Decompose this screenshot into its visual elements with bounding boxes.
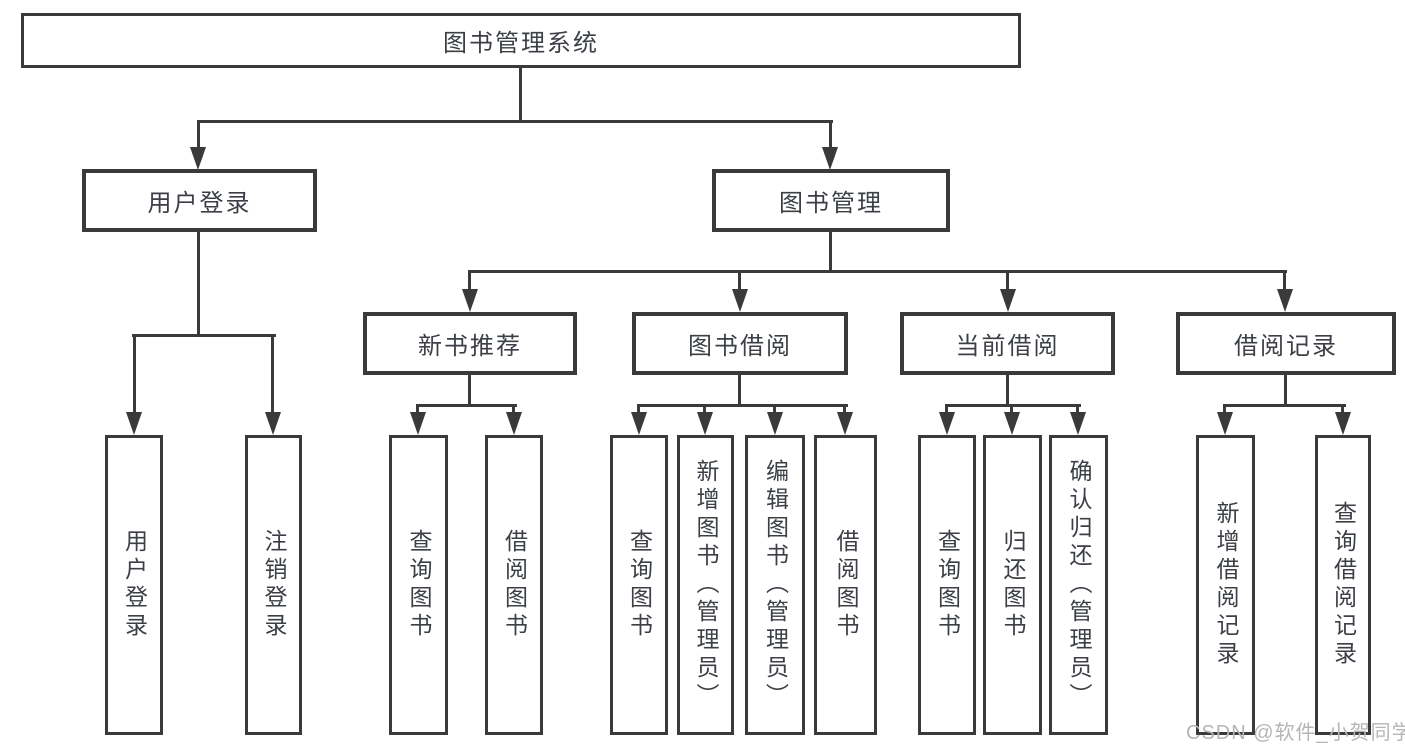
node-label: 新增图书（管理员） xyxy=(693,459,719,711)
node-label: 借阅记录 xyxy=(1234,333,1338,360)
connector-drop-new-books xyxy=(468,270,471,292)
arrowhead-down xyxy=(631,412,647,435)
connector-book-mgmt-hbar xyxy=(468,270,1287,273)
node-borrowing-records: 借阅记录 xyxy=(1176,312,1396,375)
connector-drop-login xyxy=(133,334,136,414)
node-current-borrowing: 当前借阅 xyxy=(900,312,1115,375)
node-leaf-confirm-return-admin: 确认归还（管理员） xyxy=(1049,435,1108,735)
node-label: 借阅图书 xyxy=(833,529,859,641)
connector-current-borrow-hbar xyxy=(945,404,1081,407)
node-label: 图书管理系统 xyxy=(443,30,599,57)
connector-new-books-hbar xyxy=(416,404,517,407)
connector-drop xyxy=(945,404,948,416)
arrowhead-down xyxy=(1217,412,1233,435)
connector-drop-user-login xyxy=(197,120,200,150)
node-label: 新增借阅记录 xyxy=(1213,501,1239,669)
node-label: 当前借阅 xyxy=(955,333,1060,360)
connector-borrow-records-hbar xyxy=(1223,404,1346,407)
node-leaf-query-books-borrowing: 查询图书 xyxy=(610,435,668,735)
node-library-management-system: 图书管理系统 xyxy=(21,13,1021,68)
connector-drop xyxy=(1076,404,1079,416)
node-label: 归还图书 xyxy=(1000,529,1026,641)
arrowhead-down xyxy=(126,412,142,435)
node-leaf-borrow-books: 借阅图书 xyxy=(814,435,877,735)
connector-new-books-stem xyxy=(468,373,471,407)
node-label: 查询借阅记录 xyxy=(1330,501,1357,669)
node-book-borrowing: 图书借阅 xyxy=(632,312,848,375)
node-leaf-query-books-current: 查询图书 xyxy=(918,435,976,735)
arrowhead-down xyxy=(1004,412,1020,435)
connector-drop xyxy=(703,404,706,416)
node-leaf-logout: 注销登录 xyxy=(245,435,302,735)
node-leaf-return-books: 归还图书 xyxy=(983,435,1042,735)
connector-drop xyxy=(773,404,776,416)
node-new-book-recommendation: 新书推荐 xyxy=(363,312,577,375)
node-label: 图书管理 xyxy=(779,190,883,217)
node-book-management-group: 图书管理 xyxy=(712,169,950,232)
arrowhead-down xyxy=(410,412,426,435)
connector-drop-borrow-records xyxy=(1283,270,1286,292)
connector-drop-current-borrow xyxy=(1006,270,1009,292)
connector-book-borrow-hbar xyxy=(637,404,848,407)
node-label: 查询图书 xyxy=(934,529,961,641)
node-label: 用户登录 xyxy=(121,529,148,641)
node-label: 图书借阅 xyxy=(688,333,792,360)
node-label: 确认归还（管理员） xyxy=(1066,459,1092,711)
connector-user-login-hbar xyxy=(132,334,276,337)
connector-drop-book-borrow xyxy=(738,270,741,292)
connector-drop xyxy=(637,404,640,416)
node-label: 查询图书 xyxy=(406,529,432,641)
arrowhead-down xyxy=(1070,412,1086,435)
connector-root-hbar xyxy=(197,120,833,123)
node-leaf-add-borrow-record: 新增借阅记录 xyxy=(1196,435,1255,735)
node-leaf-query-borrow-record: 查询借阅记录 xyxy=(1315,435,1371,735)
node-leaf-add-books-admin: 新增图书（管理员） xyxy=(677,435,734,735)
arrowhead-down xyxy=(767,412,783,435)
connector-drop xyxy=(843,404,846,416)
connector-drop xyxy=(1223,404,1226,416)
arrowhead-down xyxy=(697,412,713,435)
arrowhead-down xyxy=(822,147,838,170)
arrowhead-down xyxy=(506,412,522,435)
connector-drop xyxy=(1010,404,1013,416)
node-leaf-user-login: 用户登录 xyxy=(105,435,163,735)
connector-current-borrow-stem xyxy=(1006,373,1009,407)
connector-book-mgmt-stem xyxy=(829,230,832,273)
connector-drop xyxy=(416,404,419,416)
node-leaf-edit-books-admin: 编辑图书（管理员） xyxy=(745,435,805,735)
connector-borrow-records-stem xyxy=(1284,373,1287,407)
arrowhead-down xyxy=(732,289,748,312)
arrowhead-down xyxy=(1000,289,1016,312)
connector-book-borrow-stem xyxy=(738,373,741,407)
node-label: 注销登录 xyxy=(261,529,287,641)
node-label: 新书推荐 xyxy=(418,333,522,360)
arrowhead-down xyxy=(1277,289,1293,312)
node-label: 查询图书 xyxy=(626,529,653,641)
arrowhead-down xyxy=(1335,412,1351,435)
node-label: 编辑图书（管理员） xyxy=(762,459,789,711)
connector-root-stem xyxy=(519,66,522,122)
node-user-login-group: 用户登录 xyxy=(82,169,317,232)
connector-user-login-stem xyxy=(197,230,200,337)
arrowhead-down xyxy=(837,412,853,435)
connector-drop xyxy=(512,404,515,416)
csdn-watermark: CSDN @软件_小贺同学 xyxy=(1186,722,1405,744)
node-leaf-query-books-recommend: 查询图书 xyxy=(389,435,448,735)
arrowhead-down xyxy=(190,147,206,170)
node-leaf-borrow-books-recommend: 借阅图书 xyxy=(485,435,543,735)
connector-drop-logout xyxy=(271,334,274,414)
connector-drop-book-management xyxy=(829,120,832,150)
arrowhead-down xyxy=(462,289,478,312)
node-label: 用户登录 xyxy=(147,190,252,217)
connector-drop xyxy=(1341,404,1344,416)
arrowhead-down xyxy=(265,412,281,435)
arrowhead-down xyxy=(939,412,955,435)
node-label: 借阅图书 xyxy=(501,529,528,641)
